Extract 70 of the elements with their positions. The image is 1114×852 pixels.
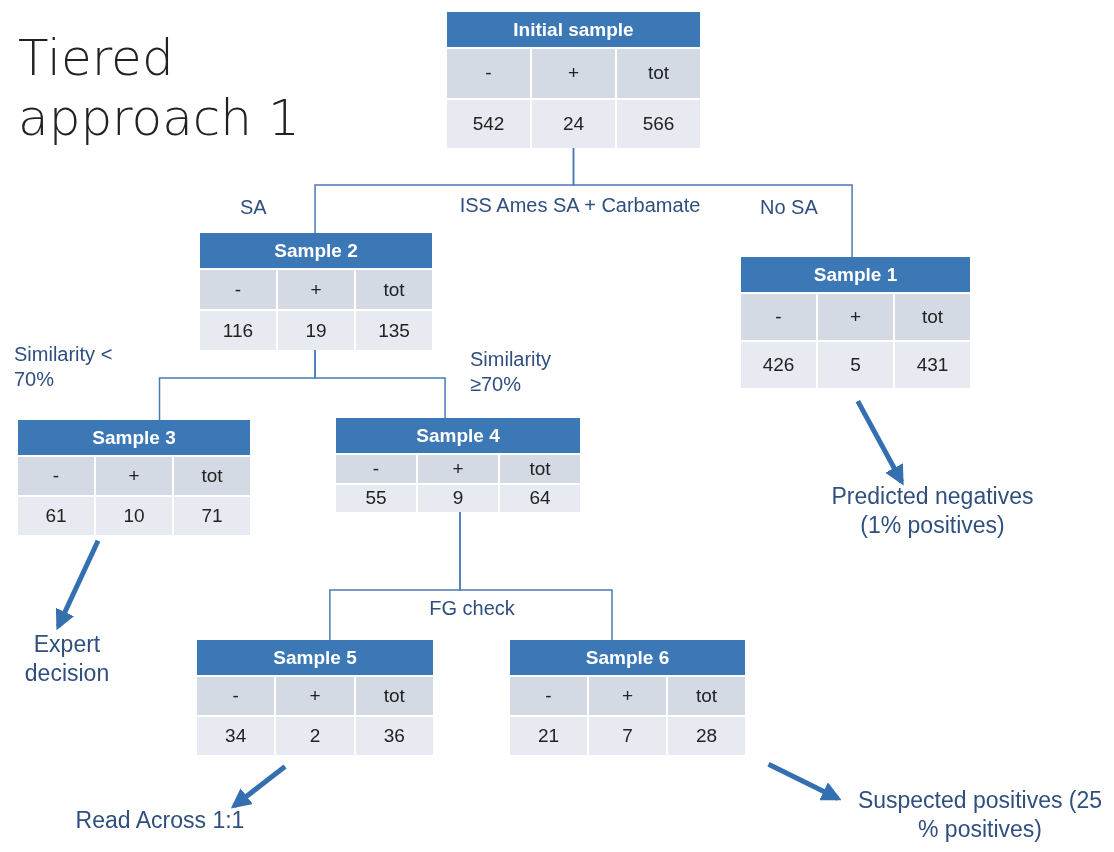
table-header: Sample 4 [336, 418, 580, 453]
table-cell: 135 [356, 311, 432, 350]
table-header: Sample 3 [18, 420, 250, 455]
data-table [200, 233, 432, 350]
table-cell: 566 [617, 99, 700, 148]
table-cell: 431 [895, 342, 970, 388]
table-cell: 28 [668, 717, 745, 755]
annotation-text: ISS Ames SA + Carbamate [458, 193, 702, 218]
table-cell: tot [356, 270, 432, 309]
table-cell: 542 [447, 99, 530, 148]
table-cell: 116 [200, 311, 276, 350]
table-cell: tot [355, 677, 433, 715]
data-table [197, 640, 433, 755]
table-cell: 426 [741, 342, 816, 388]
table-cell: + [818, 294, 893, 340]
table-cell: 5 [818, 342, 893, 388]
table-cell: tot [174, 457, 250, 495]
table-cell: 9 [418, 484, 498, 512]
table-cell: 64 [500, 484, 580, 512]
outcome-text: Read Across 1:1 [60, 806, 260, 842]
arrow [230, 764, 287, 809]
table-header: Sample 5 [197, 640, 433, 675]
table-cell: 24 [532, 99, 615, 148]
table-cell: 71 [174, 497, 250, 535]
data-table [447, 12, 700, 148]
table-cell: - [447, 49, 530, 98]
table-cell: + [532, 49, 615, 98]
table-cell: - [200, 270, 276, 309]
table-cell: - [336, 455, 416, 483]
table-cell: - [18, 457, 94, 495]
data-table [336, 418, 580, 512]
outcome-text: Predicted negatives (1% positives) [830, 482, 1035, 582]
diagram-title: Tiered approach 1 [18, 28, 301, 148]
table-cell: 7 [589, 717, 666, 755]
table-cell: 55 [336, 484, 416, 512]
data-table [18, 420, 250, 535]
table-cell: - [741, 294, 816, 340]
table-cell: + [418, 455, 498, 483]
table-cell: + [278, 270, 354, 309]
connector-line [314, 349, 446, 419]
table-cell: - [197, 677, 275, 715]
table-cell: tot [895, 294, 970, 340]
outcome-text: Expert decision [12, 630, 122, 700]
table-cell: 36 [355, 717, 433, 755]
arrow [855, 399, 904, 486]
data-table [741, 257, 970, 388]
table-cell: 2 [276, 717, 354, 755]
annotation-text: FG check [428, 596, 516, 621]
table-cell: tot [668, 677, 745, 715]
table-cell: 34 [197, 717, 275, 755]
table-cell: 10 [96, 497, 172, 535]
connector-line [572, 147, 853, 258]
table-cell: + [589, 677, 666, 715]
outcome-text: Suspected positives (25 % positives) [846, 786, 1114, 848]
table-header: Sample 2 [200, 233, 432, 268]
connector-line [459, 511, 613, 641]
table-cell: tot [617, 49, 700, 98]
table-header: Sample 1 [741, 257, 970, 292]
table-cell: 21 [510, 717, 587, 755]
data-table [510, 640, 745, 755]
table-cell: 61 [18, 497, 94, 535]
table-header: Initial sample [447, 12, 700, 47]
table-cell: tot [500, 455, 580, 483]
arrow [767, 761, 842, 801]
arrow [55, 539, 101, 631]
table-cell: 19 [278, 311, 354, 350]
table-cell: - [510, 677, 587, 715]
table-cell: + [276, 677, 354, 715]
table-cell: + [96, 457, 172, 495]
table-header: Sample 6 [510, 640, 745, 675]
